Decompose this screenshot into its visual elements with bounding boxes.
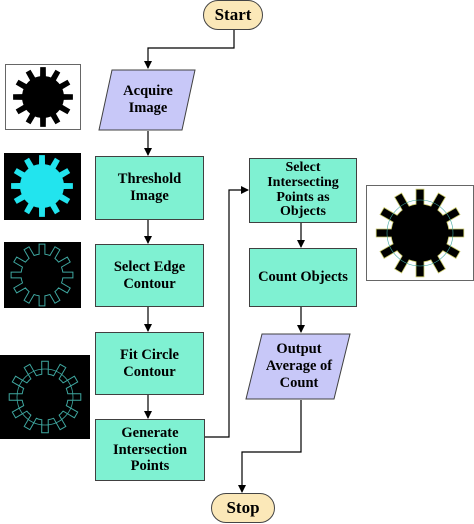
select-edge-contour-label: Select Edge Contour [113,258,186,292]
gear-cyan-icon [11,155,73,217]
gear-intersection-icon [375,188,465,278]
gear-intersection-result-thumbnail [366,185,474,281]
generate-intersection-points-label: Generate Intersection Points [112,424,188,475]
arrow-generate-to-select [205,186,249,438]
stop-label: Stop [226,498,260,518]
acquire-image-label: Acquire Image [123,83,173,116]
threshold-image-label: Threshold Image [117,171,182,204]
output-average-label: Output Average of Count [265,341,333,391]
arrow-output-to-stop [238,400,302,493]
count-objects-label: Count Objects [258,269,348,286]
gear-circle-fit-icon [8,360,82,434]
stop-terminal: Stop [211,493,275,523]
generate-intersection-points-box: Generate Intersection Points [95,419,205,481]
fit-circle-contour-label: Fit Circle Contour [120,346,179,380]
acquire-image-io [98,69,196,131]
gear-fitted-circle-thumbnail [0,355,90,439]
start-label: Start [214,5,252,25]
gear-original-thumbnail [5,64,81,130]
select-intersecting-points-box: Select Intersecting Points as Objects [249,158,357,223]
output-average-io [245,333,351,400]
start-terminal: Start [203,0,263,30]
count-objects-box: Count Objects [249,248,357,307]
threshold-image-box: Threshold Image [95,156,204,220]
select-intersecting-points-label: Select Intersecting Points as Objects [267,160,339,220]
gear-black-icon [13,67,73,127]
select-edge-contour-box: Select Edge Contour [95,244,204,307]
gear-edge-contour-thumbnail [4,242,81,308]
arrow-start-to-acquire [144,30,235,69]
fit-circle-contour-box: Fit Circle Contour [95,332,204,395]
gear-thresholded-thumbnail [4,153,81,220]
gear-outline-icon [10,243,74,307]
